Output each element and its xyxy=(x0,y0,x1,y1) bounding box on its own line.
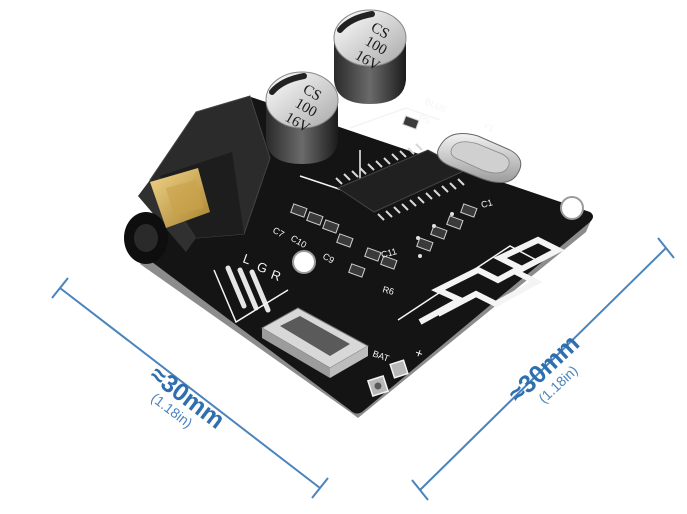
silk-label-c11: C11 xyxy=(380,246,398,260)
silk-label-l: L xyxy=(241,251,253,268)
capacitor-brand-label: CS xyxy=(300,82,324,105)
dimension-line-right xyxy=(411,237,675,501)
silkscreen-outline xyxy=(349,107,441,129)
bluetooth-antenna-trace xyxy=(418,236,565,325)
silk-label-c9: C9 xyxy=(321,251,336,265)
antenna-keepout-outline xyxy=(397,245,541,321)
silk-label-c7: C7 xyxy=(271,225,286,239)
capacitor-brand-label: CS xyxy=(368,20,392,43)
mounting-hole xyxy=(292,250,316,274)
silk-label-blue: BLUE xyxy=(423,97,449,115)
crystal-oscillator xyxy=(437,133,522,183)
battery-pads xyxy=(366,359,409,398)
main-ic-chip xyxy=(335,143,468,221)
electrolytic-capacitor xyxy=(333,9,407,104)
smd-component-pads xyxy=(416,212,454,258)
output-pads-outline xyxy=(213,269,289,324)
electrolytic-capacitor xyxy=(265,71,339,164)
silk-label-g: G xyxy=(255,259,270,277)
silk-label-r5: R5 xyxy=(417,113,431,127)
audio-jack-3-5mm xyxy=(124,95,271,264)
silk-label-r6: R6 xyxy=(381,284,395,297)
silk-label-c1: C1 xyxy=(480,197,494,210)
dimension-line-left xyxy=(51,277,329,499)
mounting-hole xyxy=(560,196,584,220)
micro-usb-port xyxy=(260,307,370,378)
silk-label-y1: Y1 xyxy=(481,121,495,134)
smd-components xyxy=(290,115,478,278)
